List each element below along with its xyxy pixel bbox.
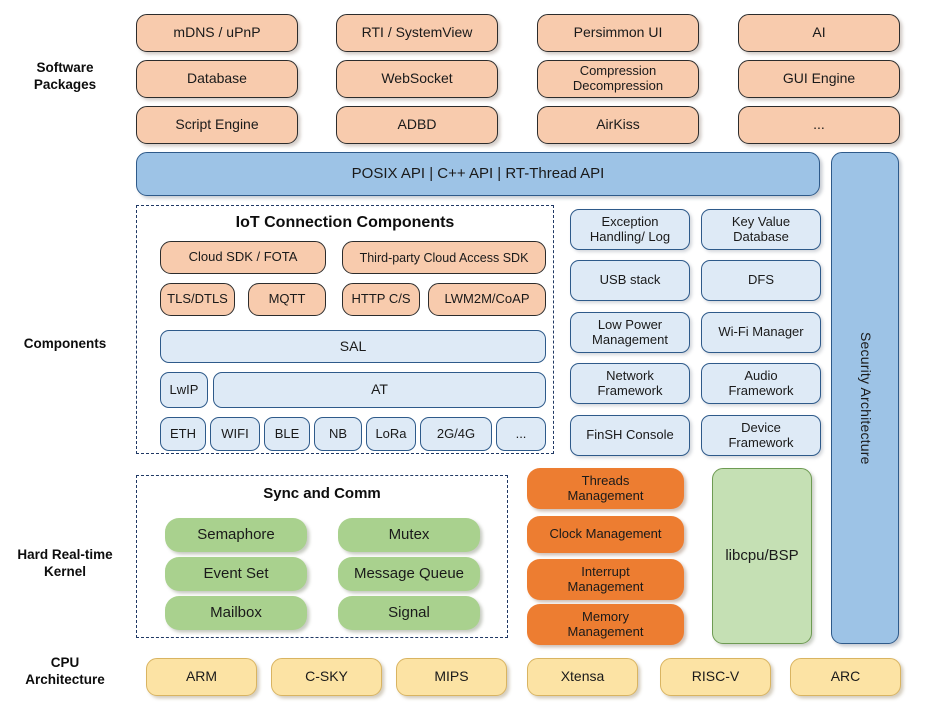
package-box[interactable]: Script Engine — [136, 106, 298, 144]
component-key-value-database[interactable]: Key Value Database — [701, 209, 821, 250]
package-box[interactable]: Database — [136, 60, 298, 98]
package-box[interactable]: AI — [738, 14, 900, 52]
kernel-clock-management[interactable]: Clock Management — [527, 516, 684, 553]
api-bar[interactable]: POSIX API | C++ API | RT-Thread API — [136, 152, 820, 196]
kernel-threads-management[interactable]: Threads Management — [527, 468, 684, 509]
cpu-risc-v[interactable]: RISC-V — [660, 658, 771, 696]
row-label-hard-real-time-kernel: Hard Real-time Kernel — [17, 547, 113, 579]
component-wifi-manager[interactable]: Wi-Fi Manager — [701, 312, 821, 353]
package-box[interactable]: ADBD — [336, 106, 498, 144]
cpu-arc[interactable]: ARC — [790, 658, 901, 696]
package-box[interactable]: Persimmon UI — [537, 14, 699, 52]
iot-at[interactable]: AT — [213, 372, 546, 408]
cpu-mips[interactable]: MIPS — [396, 658, 507, 696]
component-finsh-console[interactable]: FinSH Console — [570, 415, 690, 456]
security-architecture-label: Security Architecture — [857, 331, 874, 465]
iot-link-nb[interactable]: NB — [314, 417, 362, 451]
iot-link-ble[interactable]: BLE — [264, 417, 310, 451]
sync-group-title: Sync and Comm — [263, 485, 381, 502]
iot-cloud-sdk-fota[interactable]: Cloud SDK / FOTA — [160, 241, 326, 274]
package-box[interactable]: ... — [738, 106, 900, 144]
component-dfs[interactable]: DFS — [701, 260, 821, 301]
component-audio-framework[interactable]: Audio Framework — [701, 363, 821, 404]
component-exception-handling-log[interactable]: Exception Handling/ Log — [570, 209, 690, 250]
iot-third-party-cloud-access-sdk[interactable]: Third-party Cloud Access SDK — [342, 241, 546, 274]
iot-group-title: IoT Connection Components — [235, 214, 455, 231]
sync-and-comm-group: Sync and Comm — [136, 475, 508, 638]
kernel-mutex[interactable]: Mutex — [338, 518, 480, 552]
cpu-xtensa[interactable]: Xtensa — [527, 658, 638, 696]
kernel-semaphore[interactable]: Semaphore — [165, 518, 307, 552]
iot-connection-components-group: IoT Connection Components — [136, 205, 554, 454]
iot-protocol-lwm2m-coap[interactable]: LWM2M/CoAP — [428, 283, 546, 316]
cpu-arm[interactable]: ARM — [146, 658, 257, 696]
iot-protocol-http-cs[interactable]: HTTP C/S — [342, 283, 420, 316]
kernel-memory-management[interactable]: Memory Management — [527, 604, 684, 645]
component-low-power-management[interactable]: Low Power Management — [570, 312, 690, 353]
row-label-cpu-architecture: CPU Architecture — [25, 655, 105, 687]
iot-link-wifi[interactable]: WIFI — [210, 417, 260, 451]
iot-lwip[interactable]: LwIP — [160, 372, 208, 408]
package-box[interactable]: WebSocket — [336, 60, 498, 98]
iot-link-eth[interactable]: ETH — [160, 417, 206, 451]
iot-link-lora[interactable]: LoRa — [366, 417, 416, 451]
iot-protocol-mqtt[interactable]: MQTT — [248, 283, 326, 316]
row-label-software-packages: Software Packages — [33, 60, 97, 92]
iot-sal[interactable]: SAL — [160, 330, 546, 363]
component-device-framework[interactable]: Device Framework — [701, 415, 821, 456]
package-box[interactable]: Compression Decompression — [537, 60, 699, 98]
package-box[interactable]: mDNS / uPnP — [136, 14, 298, 52]
iot-protocol-tls-dtls[interactable]: TLS/DTLS — [160, 283, 235, 316]
kernel-message-queue[interactable]: Message Queue — [338, 557, 480, 591]
libcpu-bsp[interactable]: libcpu/BSP — [712, 468, 812, 644]
package-box[interactable]: AirKiss — [537, 106, 699, 144]
package-box[interactable]: GUI Engine — [738, 60, 900, 98]
kernel-event-set[interactable]: Event Set — [165, 557, 307, 591]
row-label-components: Components — [23, 336, 107, 351]
kernel-mailbox[interactable]: Mailbox — [165, 596, 307, 630]
kernel-interrupt-management[interactable]: Interrupt Management — [527, 559, 684, 600]
component-network-framework[interactable]: Network Framework — [570, 363, 690, 404]
component-usb-stack[interactable]: USB stack — [570, 260, 690, 301]
package-box[interactable]: RTI / SystemView — [336, 14, 498, 52]
security-architecture-column[interactable]: Security Architecture — [831, 152, 899, 644]
cpu-c-sky[interactable]: C-SKY — [271, 658, 382, 696]
iot-link-2g-4g[interactable]: 2G/4G — [420, 417, 492, 451]
kernel-signal[interactable]: Signal — [338, 596, 480, 630]
iot-link-more[interactable]: ... — [496, 417, 546, 451]
